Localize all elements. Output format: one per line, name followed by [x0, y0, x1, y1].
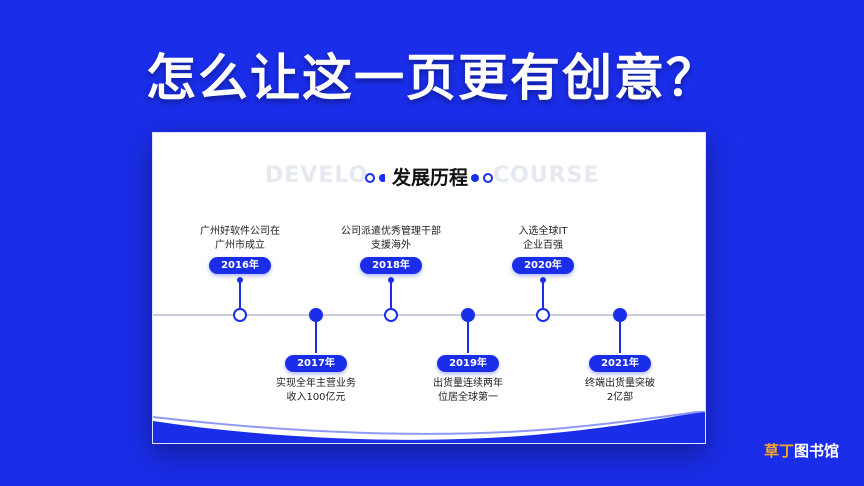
- year-pill: 2016年: [209, 257, 271, 274]
- milestone-connector: [315, 319, 317, 353]
- milestone-description: 实现全年主营业务收入100亿元: [276, 378, 356, 403]
- year-pill: 2019年: [437, 355, 499, 372]
- title-dots-right: [471, 173, 501, 183]
- connector-dot: [237, 277, 243, 283]
- year-pill: 2017年: [285, 355, 347, 372]
- connector-dot: [388, 277, 394, 283]
- bottom-wave-decoration: [153, 411, 705, 443]
- background-word-right: COURSE: [493, 163, 600, 188]
- timeline-node: [384, 308, 398, 322]
- milestone-description: 出货量连续两年位居全球第一: [433, 378, 503, 403]
- watermark: 草丁图书馆: [764, 442, 840, 460]
- connector-dot: [540, 277, 546, 283]
- title-dots-left: [365, 173, 395, 183]
- milestone-connector: [467, 319, 469, 353]
- milestone-connector: [542, 279, 544, 310]
- milestone-connector: [239, 279, 241, 310]
- timeline-node: [233, 308, 247, 322]
- year-pill: 2020年: [512, 257, 574, 274]
- section-title: 发展历程: [385, 163, 475, 190]
- timeline-slide: DEVELO COURSE 发展历程 广州好软件公司在广州市成立 2016年 2…: [152, 132, 706, 444]
- year-pill: 2021年: [589, 355, 651, 372]
- year-pill: 2018年: [360, 257, 422, 274]
- timeline-node: [536, 308, 550, 322]
- milestone-description: 公司派遣优秀管理干部支援海外: [341, 226, 441, 251]
- milestone-connector: [619, 319, 621, 353]
- headline: 怎么让这一页更有创意？: [146, 49, 718, 107]
- milestone-connector: [390, 279, 392, 310]
- timeline-axis: [153, 314, 705, 316]
- background-word-left: DEVELO: [265, 163, 369, 188]
- milestone-description: 广州好软件公司在广州市成立: [200, 226, 280, 251]
